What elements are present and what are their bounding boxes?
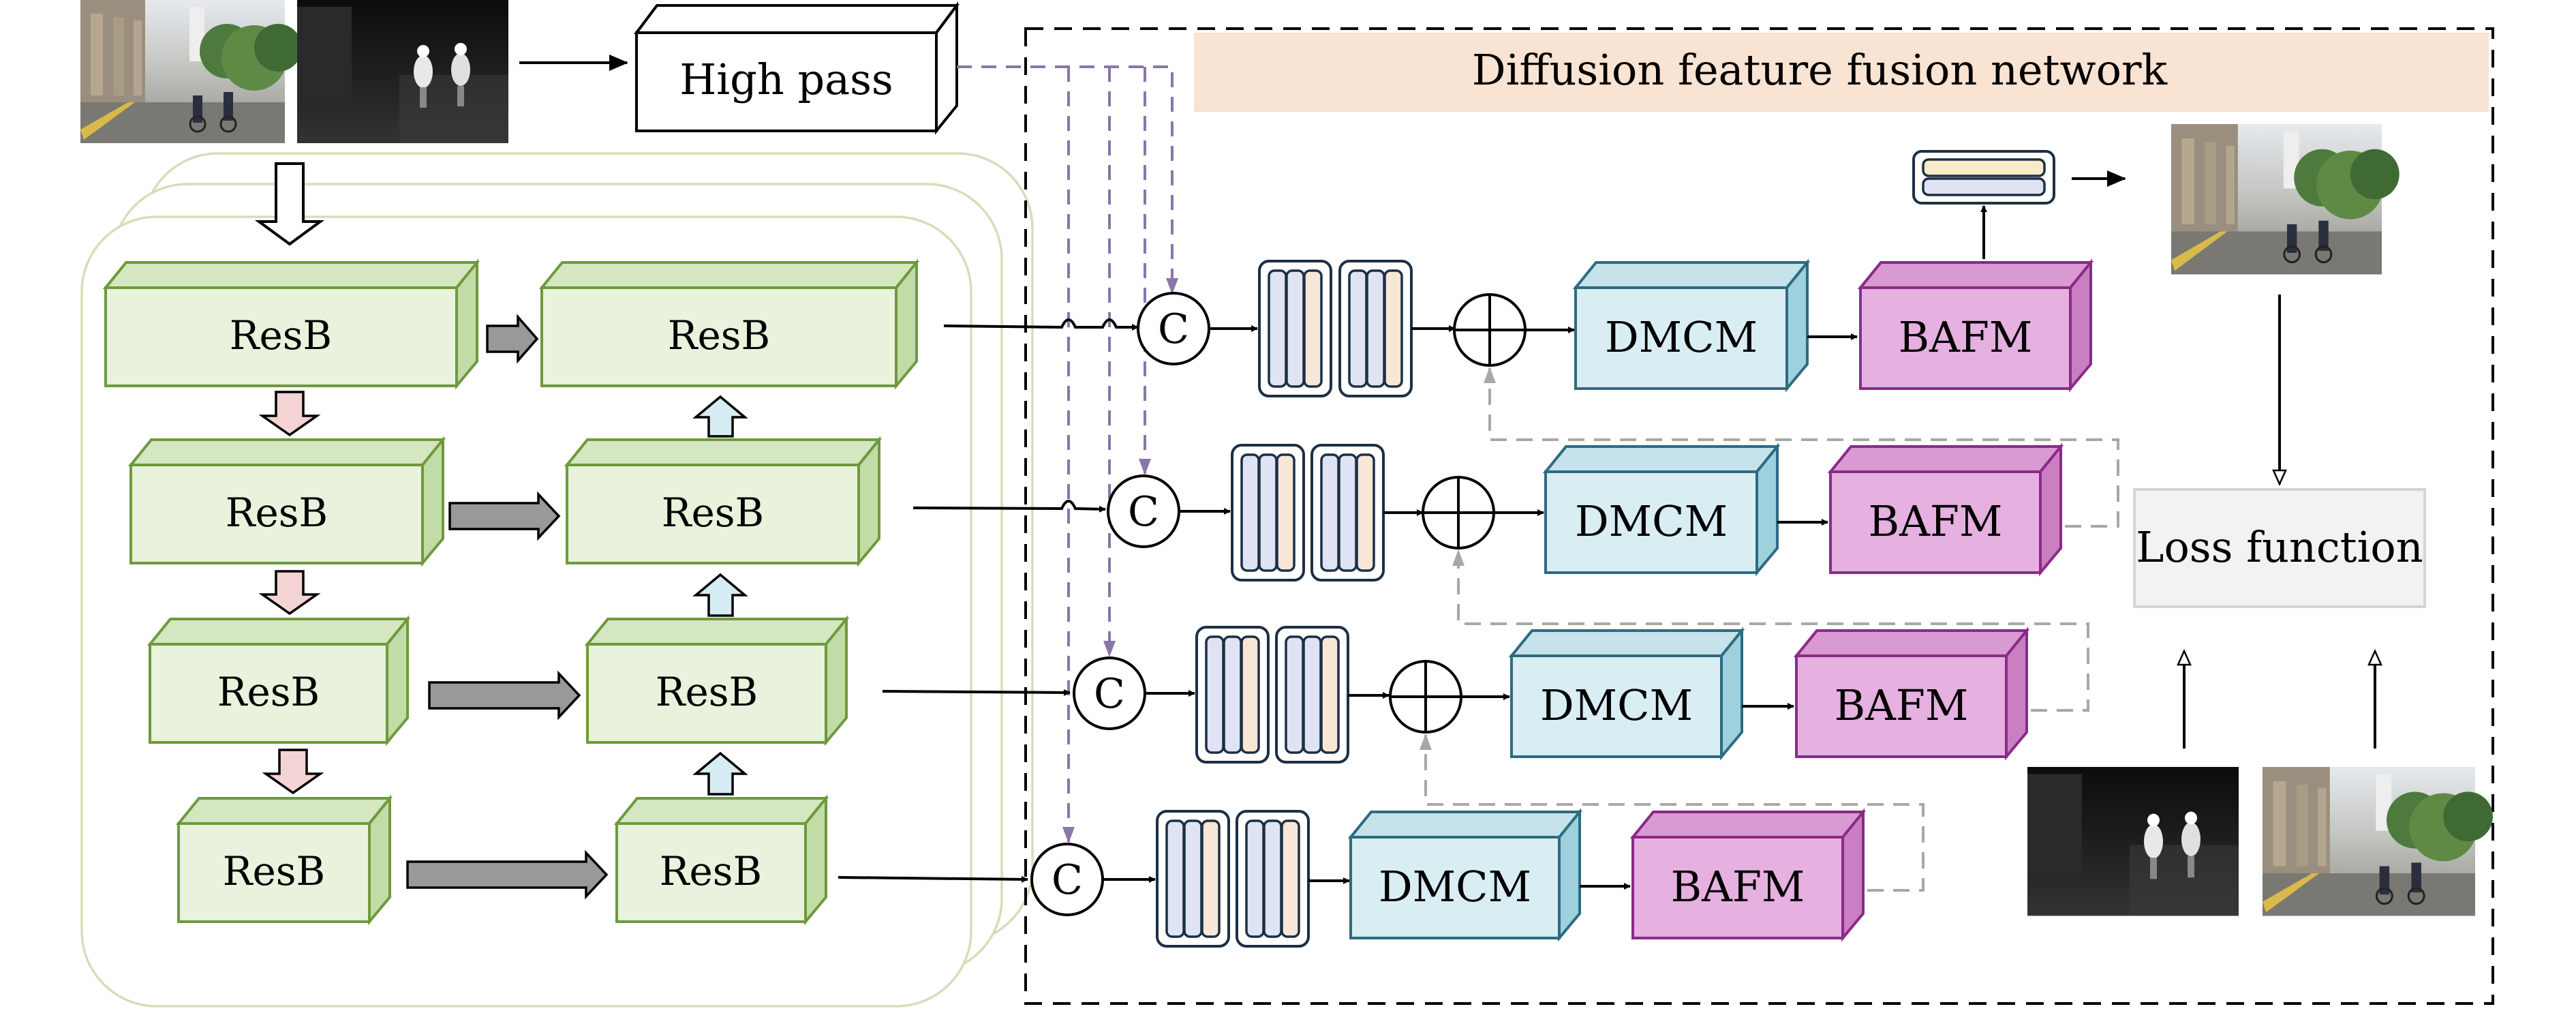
svg-text:C: C xyxy=(1094,670,1125,718)
bafm-blocks: BAFM BAFM BAFM BAFM xyxy=(1629,258,2094,942)
highpass-links xyxy=(957,65,1178,843)
svg-text:ResB: ResB xyxy=(656,669,758,715)
svg-text:ResB: ResB xyxy=(662,489,764,536)
concat-node-3: C xyxy=(1073,657,1146,730)
svg-text:ResB: ResB xyxy=(660,848,762,894)
svg-text:BAFM: BAFM xyxy=(1835,680,1969,730)
svg-text:DMCM: DMCM xyxy=(1540,680,1693,730)
resb-enc-4: ResB xyxy=(175,794,393,926)
input-infrared-image xyxy=(297,0,508,143)
svg-text:ResB: ResB xyxy=(230,312,332,359)
bafm-3: BAFM xyxy=(1793,627,2030,761)
high-pass-label: High pass xyxy=(679,55,893,104)
svg-text:ResB: ResB xyxy=(217,669,320,715)
dmcm-2: DMCM xyxy=(1542,442,1781,577)
dmcm-4: DMCM xyxy=(1347,808,1583,942)
network-title: Diffusion feature fusion network xyxy=(1472,45,2168,95)
resb-blocks: ResB ResB ResB ResB ResB xyxy=(102,258,920,926)
decoder-to-concat-lines xyxy=(838,318,1139,883)
skip-arrows xyxy=(406,314,609,900)
resb-dec-4: ResB xyxy=(613,794,829,926)
bafm-4: BAFM xyxy=(1629,808,1867,942)
concat-node-2: C xyxy=(1107,474,1180,548)
concat-nodes: C C C C xyxy=(1030,292,1210,916)
resb-dec-2: ResB xyxy=(564,436,883,567)
input-visible-image xyxy=(79,0,303,145)
bafm-1: BAFM xyxy=(1857,258,2094,393)
add-node-2 xyxy=(1422,476,1495,549)
loss-visible-image xyxy=(2261,766,2494,917)
svg-text:BAFM: BAFM xyxy=(1899,312,2033,362)
dmcm-blocks: DMCM DMCM DMCM DMCM xyxy=(1347,258,1811,942)
svg-text:DMCM: DMCM xyxy=(1605,312,1758,362)
title-band xyxy=(1194,33,2489,112)
svg-text:ResB: ResB xyxy=(668,312,770,359)
svg-text:DMCM: DMCM xyxy=(1379,862,1531,911)
flow-arrows xyxy=(1103,325,1456,884)
resb-dec-3: ResB xyxy=(584,615,850,746)
concat-node-4: C xyxy=(1030,843,1104,916)
feedback-links xyxy=(1420,367,2119,892)
fused-output-image xyxy=(2170,123,2401,276)
dmcm-3: DMCM xyxy=(1508,627,1745,761)
add-nodes xyxy=(1389,293,1527,734)
svg-text:C: C xyxy=(1052,856,1083,904)
input-down-arrow xyxy=(254,162,325,246)
resb-enc-3: ResB xyxy=(147,615,411,746)
dmcm-1: DMCM xyxy=(1572,258,1811,393)
add-node-3 xyxy=(1389,660,1462,734)
loss-function-box: Loss function xyxy=(2133,488,2426,608)
bafm-2: BAFM xyxy=(1827,442,2064,577)
resb-dec-1: ResB xyxy=(538,258,920,390)
loss-infrared-image xyxy=(2027,767,2239,916)
svg-text:C: C xyxy=(1158,305,1189,353)
decoder-up-arrows xyxy=(692,395,748,796)
dmcm-to-bafm-arrows xyxy=(1580,333,1858,890)
svg-text:ResB: ResB xyxy=(226,489,328,536)
diffusion-network-frame xyxy=(1024,27,2494,1005)
output-feature-icon xyxy=(1912,150,2055,205)
add-node-1 xyxy=(1453,293,1527,367)
svg-text:DMCM: DMCM xyxy=(1575,496,1728,546)
svg-text:BAFM: BAFM xyxy=(1869,496,2003,546)
high-pass-box: High pass xyxy=(634,1,960,135)
resb-enc-1: ResB xyxy=(102,258,480,390)
concat-node-1: C xyxy=(1137,292,1210,365)
encoder-down-arrows xyxy=(258,391,324,795)
svg-text:BAFM: BAFM xyxy=(1671,862,1805,911)
resb-enc-2: ResB xyxy=(127,436,446,567)
svg-text:ResB: ResB xyxy=(223,848,325,894)
loss-function-label: Loss function xyxy=(2136,522,2423,572)
add-to-dmcm-arrows xyxy=(1461,327,1575,700)
svg-text:C: C xyxy=(1128,488,1159,536)
